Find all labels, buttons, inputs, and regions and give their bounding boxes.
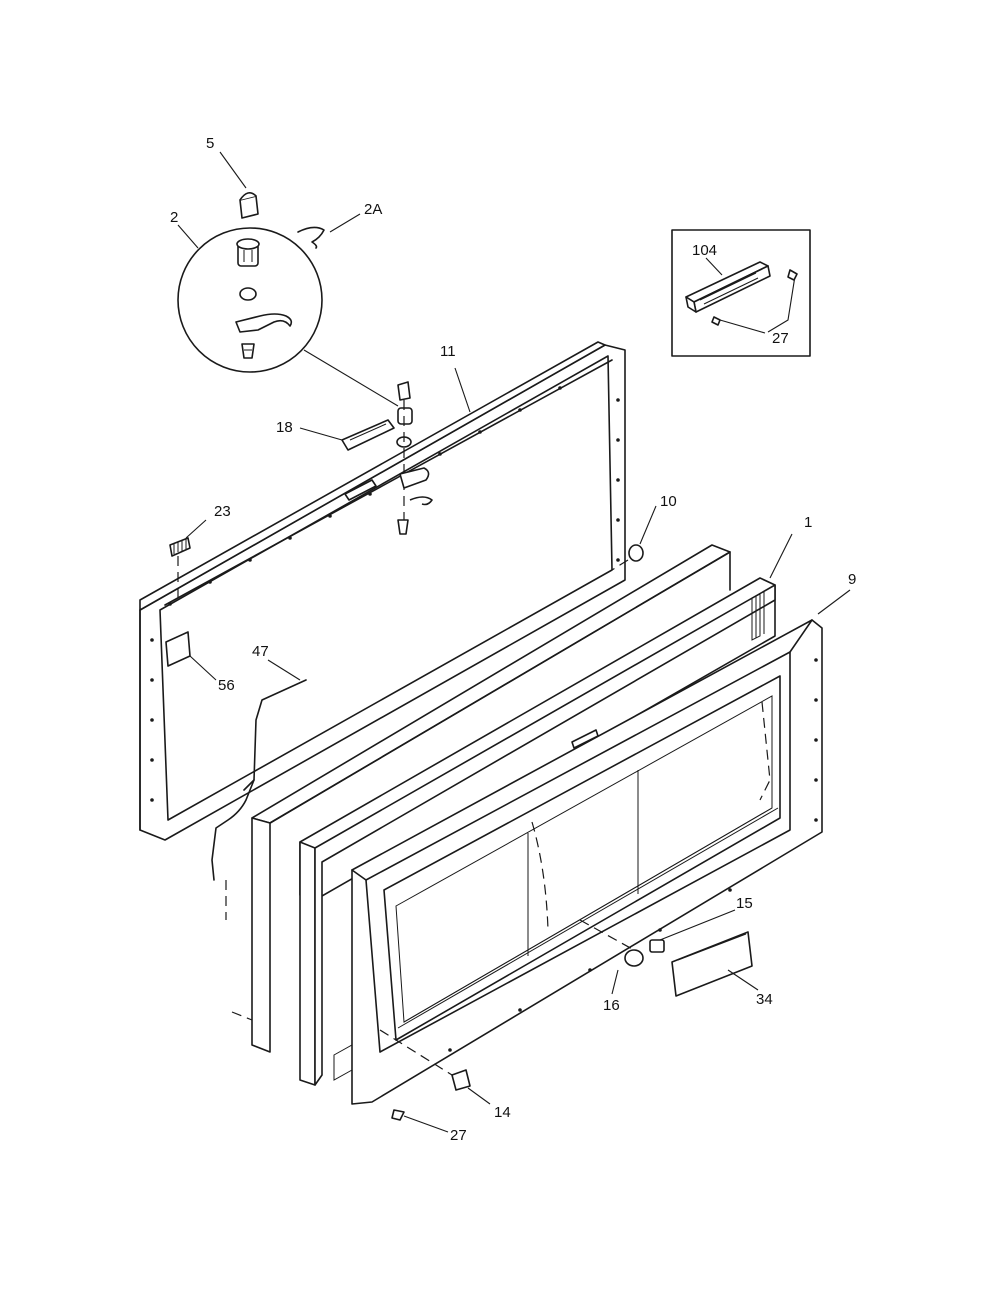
washer-ring: [239, 287, 257, 301]
label-14: 14: [494, 1104, 511, 1121]
label-104: 104: [692, 242, 717, 259]
spring-23: [169, 519, 207, 600]
door-slot: [571, 729, 599, 749]
part-labels: 5 2 2A 104 27 11 18 10 23 1 9 56 47 15 1…: [170, 135, 856, 1144]
detail-circle-2: [177, 224, 399, 407]
label-56: 56: [218, 677, 235, 694]
lock-15: [579, 909, 736, 953]
bracket-104: [685, 261, 771, 313]
screw-27-inset-b: [711, 316, 721, 326]
hinge-screw: [241, 343, 255, 359]
door-frame-9: [351, 589, 851, 1105]
door-panel-1: [299, 533, 793, 1086]
label-15: 15: [736, 895, 753, 912]
frame-11: [139, 341, 626, 841]
bracket-56: [165, 631, 217, 681]
guide-line-b: [231, 1011, 253, 1021]
catch-14: [379, 1029, 491, 1105]
screw-27: [391, 1109, 449, 1133]
label-2: 2: [170, 209, 178, 226]
label-11: 11: [440, 343, 456, 360]
cap-5: [219, 151, 259, 219]
handle-trim-34: [671, 931, 759, 997]
label-23: 23: [214, 503, 231, 520]
insulation-block: [251, 544, 731, 1053]
frame-9-holes: [448, 658, 818, 1052]
handle-cover-18: [299, 419, 395, 451]
hinge-lever: [235, 313, 293, 333]
label-10: 10: [660, 493, 677, 510]
label-27: 27: [450, 1127, 467, 1144]
label-1: 1: [804, 514, 812, 531]
label-27-inset: 27: [772, 330, 789, 347]
screw-27-inset-a: [787, 269, 798, 281]
label-2a: 2A: [364, 201, 382, 218]
label-18: 18: [276, 419, 293, 436]
frame-11-holes: [150, 386, 620, 802]
frame-slot: [344, 479, 377, 501]
hinge-stack: [396, 381, 433, 535]
vent-grille: [333, 1044, 353, 1081]
label-5: 5: [206, 135, 214, 152]
label-34: 34: [756, 991, 773, 1008]
plug-10: [611, 505, 657, 571]
label-9: 9: [848, 571, 856, 588]
lock-16: [611, 949, 644, 995]
label-47: 47: [252, 643, 269, 660]
label-16: 16: [603, 997, 620, 1014]
hinge-pin-part: [236, 238, 260, 267]
inset-box-104: [671, 229, 811, 357]
clip-2a: [297, 213, 361, 249]
wire-47: [211, 659, 307, 881]
